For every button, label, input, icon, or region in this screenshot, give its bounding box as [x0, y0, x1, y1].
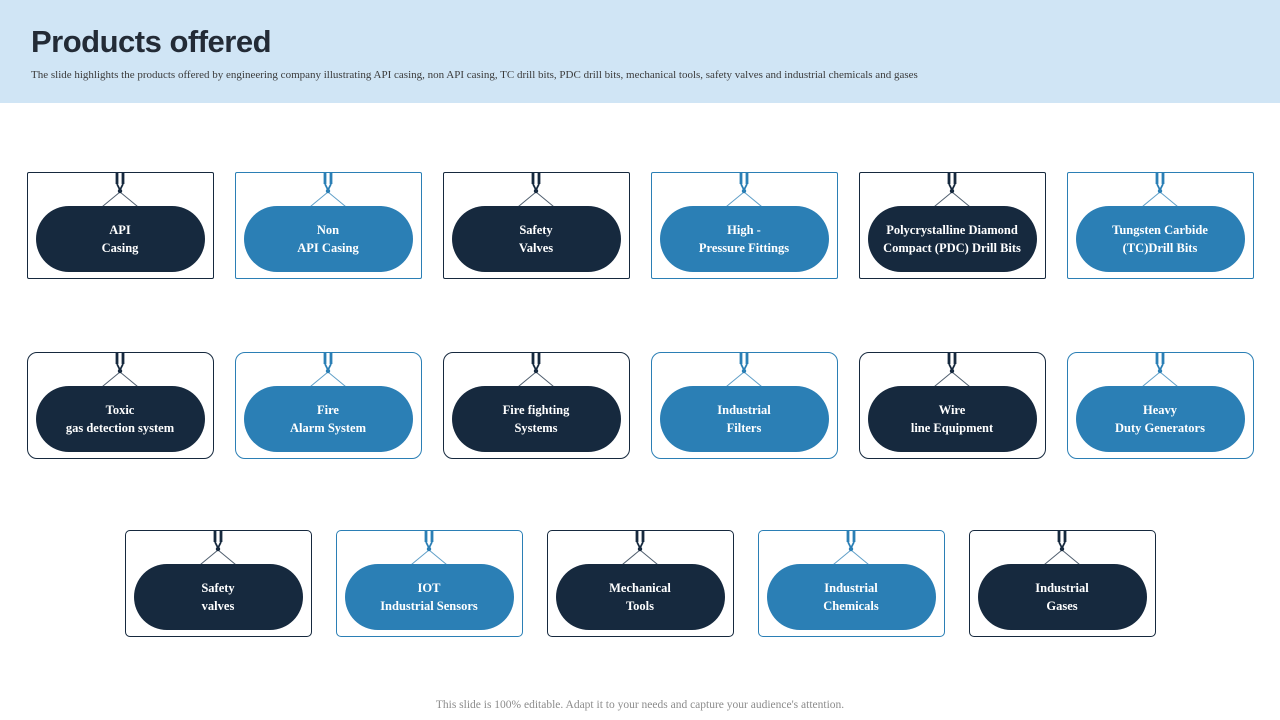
product-card: Wire line Equipment: [858, 352, 1046, 459]
product-label-line2: Pressure Fittings: [698, 241, 790, 255]
product-card: High - Pressure Fittings: [650, 172, 838, 279]
product-label-line2: Chemicals: [823, 599, 879, 613]
product-label-line1: Safety: [201, 581, 235, 595]
product-label-line1: Toxic: [105, 403, 135, 417]
product-label-line2: API Casing: [297, 241, 359, 255]
product-label-line2: valves: [201, 599, 235, 613]
product-label-line1: Fire: [317, 403, 339, 417]
product-pill: Safety valves: [133, 564, 303, 630]
product-label-line2: Filters: [726, 421, 762, 435]
product-label-line1: IOT: [417, 581, 441, 595]
product-pill: API Casing: [35, 206, 205, 272]
product-label-line2: Systems: [514, 421, 558, 435]
product-label-line1: Fire fighting: [502, 403, 570, 417]
product-label-line2: Valves: [518, 241, 554, 255]
product-label-line2: Gases: [1046, 599, 1078, 613]
product-row-3: Safety valves IOT Industrial Sensors Mechani…: [0, 530, 1280, 637]
product-label-line1: Non: [316, 223, 340, 237]
product-label-line2: (TC)Drill Bits: [1122, 241, 1198, 255]
product-pill: High - Pressure Fittings: [659, 206, 829, 272]
product-card: IOT Industrial Sensors: [335, 530, 523, 637]
product-label-line2: gas detection system: [65, 421, 175, 435]
product-card: API Casing: [26, 172, 214, 279]
product-label-line1: Industrial: [717, 403, 771, 417]
product-pill: Wire line Equipment: [867, 386, 1037, 452]
page-subtitle: The slide highlights the products offere…: [31, 69, 918, 81]
product-label-line2: Casing: [101, 241, 139, 255]
product-label-line2: Alarm System: [289, 421, 367, 435]
product-label-line1: Tungsten Carbide: [1112, 223, 1208, 237]
product-label-line1: API: [109, 223, 131, 237]
footer-note: This slide is 100% editable. Adapt it to…: [435, 699, 845, 711]
product-card: Safety valves: [124, 530, 312, 637]
product-label-line2: Tools: [625, 599, 655, 613]
page-title: Products offered: [31, 24, 272, 59]
product-label-line1: Safety: [519, 223, 553, 237]
product-label-line1: Industrial: [1035, 581, 1089, 595]
product-label-line1: High -: [727, 223, 761, 237]
header: Products offered The slide highlights th…: [0, 0, 1280, 103]
product-pill: Toxic gas detection system: [35, 386, 205, 452]
product-label-line2: Industrial Sensors: [380, 599, 478, 613]
crane-hook-icon: [616, 530, 664, 570]
product-label-line2: Duty Generators: [1115, 421, 1205, 435]
product-pill: Tungsten Carbide (TC)Drill Bits: [1075, 206, 1245, 272]
product-card: Toxic gas detection system: [26, 352, 214, 459]
product-label-line1: Industrial: [824, 581, 878, 595]
product-label-line2: Compact (PDC) Drill Bits: [883, 241, 1021, 255]
product-label-line1: Heavy: [1142, 403, 1178, 417]
product-pill: IOT Industrial Sensors: [344, 564, 514, 630]
product-label-line1: Wire: [938, 403, 966, 417]
product-card: Tungsten Carbide (TC)Drill Bits: [1066, 172, 1254, 279]
product-label-line1: Polycrystalline Diamond: [886, 223, 1018, 237]
product-label-line1: Mechanical: [609, 581, 671, 595]
product-label-line2: line Equipment: [910, 421, 994, 435]
